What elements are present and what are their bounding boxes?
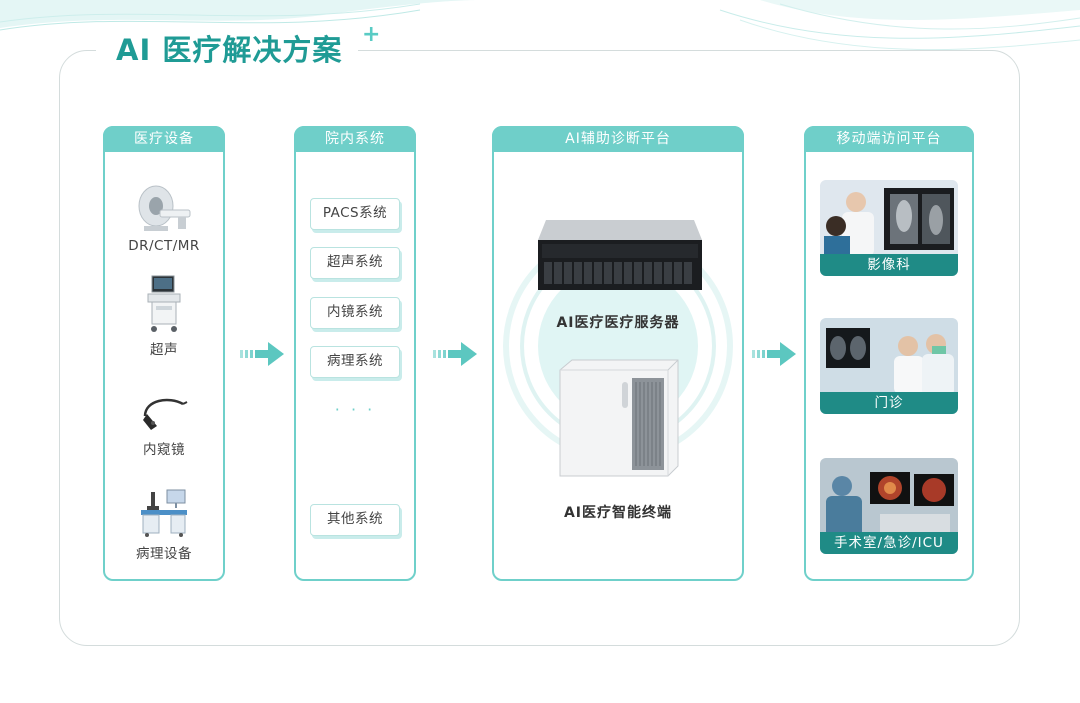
- device-ct: DR/CT/MR: [105, 182, 223, 254]
- platform-column: AI辅助诊断平台 AI医疗医疗服务器: [492, 126, 744, 581]
- device-label: 病理设备: [136, 546, 192, 562]
- photo-surgery: 手术室/急诊/ICU: [820, 458, 958, 554]
- system-item-endoscopy: 内镜系统: [310, 297, 400, 329]
- device-label: 超声: [150, 342, 178, 358]
- photo-outpatient: 门诊: [820, 318, 958, 414]
- ellipsis: · · ·: [334, 400, 376, 419]
- system-item-other: 其他系统: [310, 504, 400, 536]
- system-item-pathology: 病理系统: [310, 346, 400, 378]
- terminal-label: AI医疗智能终端: [563, 505, 673, 521]
- device-endoscope: 内窥镜: [105, 390, 223, 458]
- ultrasound-machine-icon: [147, 275, 181, 332]
- ct-scanner-icon: [138, 185, 191, 231]
- device-label: 内窥镜: [143, 442, 185, 458]
- devices-header: 医疗设备: [103, 126, 225, 152]
- decorative-wave: [0, 0, 1080, 51]
- pathology-workstation-icon: [141, 489, 187, 537]
- photo-caption: 影像科: [820, 254, 958, 276]
- system-item-ultrasound: 超声系统: [310, 247, 400, 279]
- ai-terminal-icon: [559, 359, 679, 477]
- mobile-header: 移动端访问平台: [804, 126, 974, 152]
- systems-column: 院内系统 PACS系统 超声系统 内镜系统 病理系统 · · · 其他系统: [294, 126, 416, 581]
- flow-arrow-icon: [240, 342, 284, 366]
- device-label: DR/CT/MR: [128, 238, 200, 254]
- platform-header: AI辅助诊断平台: [492, 126, 744, 152]
- plus-icon: +: [362, 22, 381, 47]
- system-item-pacs: PACS系统: [310, 198, 400, 230]
- flow-arrow-icon: [752, 342, 796, 366]
- page-title: AI 医疗解决方案: [116, 33, 343, 67]
- device-ultrasound: 超声: [105, 274, 223, 358]
- photo-caption: 手术室/急诊/ICU: [820, 532, 958, 554]
- mobile-column: 移动端访问平台 影像科 门诊: [804, 126, 974, 581]
- device-pathology: 病理设备: [105, 488, 223, 562]
- main-frame: [59, 50, 1020, 646]
- devices-column: 医疗设备 DR/CT/MR 超声 内窥镜: [103, 126, 225, 581]
- systems-header: 院内系统: [294, 126, 416, 152]
- endoscope-icon: [143, 398, 188, 430]
- photo-radiology: 影像科: [820, 180, 958, 276]
- flow-arrow-icon: [433, 342, 477, 366]
- photo-caption: 门诊: [820, 392, 958, 414]
- title-wrap: AI 医疗解决方案: [96, 28, 359, 72]
- server-label: AI医疗医疗服务器: [556, 315, 680, 331]
- rack-server-icon: [538, 220, 702, 290]
